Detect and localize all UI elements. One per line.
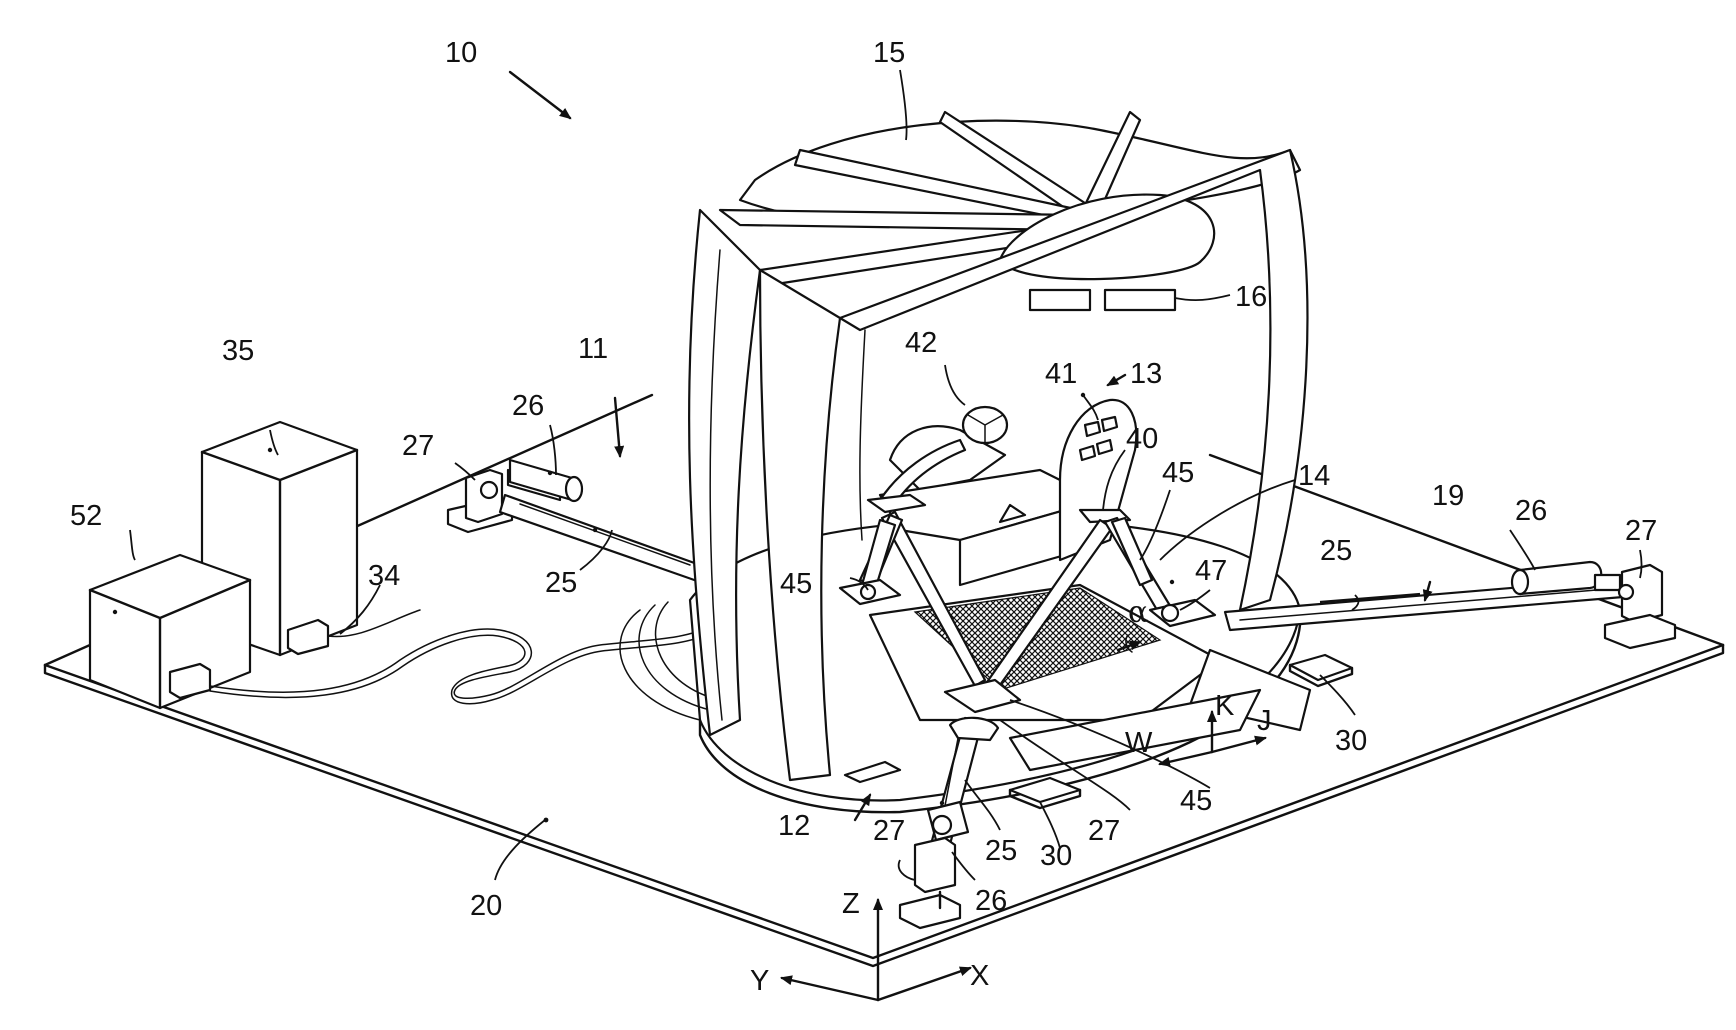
label-41: 41 — [1045, 358, 1077, 390]
label-35: 35 — [222, 335, 254, 367]
label-30-right: 30 — [1335, 725, 1367, 757]
projector-16b — [1105, 290, 1175, 310]
label-Z: Z — [842, 888, 860, 920]
label-X: X — [970, 960, 989, 992]
label-12: 12 — [778, 810, 810, 842]
label-25-right: 25 — [1320, 535, 1352, 567]
label-Y: Y — [750, 965, 769, 997]
label-27-front-right: 27 — [1088, 815, 1120, 847]
label-15: 15 — [873, 37, 905, 69]
label-45-left: 45 — [780, 568, 812, 600]
label-26-right: 26 — [1515, 495, 1547, 527]
label-11: 11 — [578, 333, 608, 365]
label-K: K — [1215, 690, 1235, 722]
pivot-bracket-front — [915, 838, 955, 892]
label-27-front-left: 27 — [873, 815, 905, 847]
label-14: 14 — [1298, 460, 1330, 492]
label-19: 19 — [1432, 480, 1464, 512]
label-27-left: 27 — [402, 430, 434, 462]
label-16: 16 — [1235, 281, 1267, 313]
label-40: 40 — [1126, 423, 1158, 455]
label-26-left: 26 — [512, 390, 544, 422]
label-45-front: 45 — [1180, 785, 1212, 817]
projector-16a — [1030, 290, 1090, 310]
label-13: 13 — [1130, 358, 1162, 390]
label-42: 42 — [905, 327, 937, 359]
label-J: J — [1257, 705, 1272, 737]
label-34: 34 — [368, 560, 400, 592]
floor-mount-front — [900, 895, 960, 928]
label-27-right: 27 — [1625, 515, 1657, 547]
label-26-front: 26 — [975, 885, 1007, 917]
label-52: 52 — [70, 500, 102, 532]
label-W: W — [1125, 727, 1153, 759]
floor-mount-30-right — [1290, 655, 1352, 686]
pivot-joint-left — [481, 482, 497, 498]
label-10: 10 — [445, 37, 477, 69]
label-20: 20 — [470, 890, 502, 922]
floor-mount-right — [1605, 615, 1675, 648]
steering-wheel-42 — [963, 407, 1007, 443]
label-alpha: α — [1128, 595, 1148, 630]
label-47: 47 — [1195, 555, 1227, 587]
label-45-upper: 45 — [1162, 457, 1194, 489]
actuator-left — [448, 460, 700, 582]
label-25-front: 25 — [985, 835, 1017, 867]
label-25-left: 25 — [545, 567, 577, 599]
label-30-front: 30 — [1040, 840, 1072, 872]
